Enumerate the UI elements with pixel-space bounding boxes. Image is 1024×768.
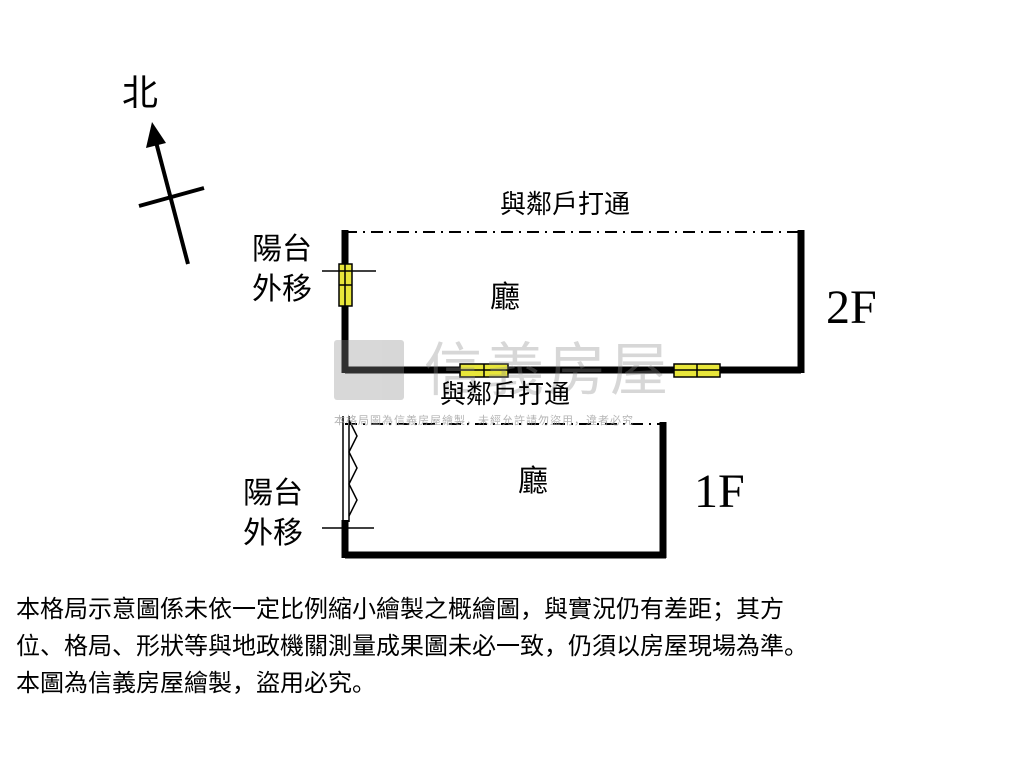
floor2-balcony-label: 陽台 外移 — [252, 230, 312, 310]
floor2-balcony-label-line2: 外移 — [252, 272, 312, 307]
floor1-walls — [341, 422, 667, 559]
floor2-bottom-window-right — [673, 363, 721, 378]
floor1-room-label: 廳 — [518, 464, 548, 499]
floor1-neighbor-label: 與鄰戶打通 — [440, 380, 571, 410]
floor2-bottom-window-left — [459, 363, 509, 378]
floor2-balcony-label-line1: 陽台 — [252, 232, 312, 267]
floor1-balcony-label-line2: 外移 — [243, 516, 303, 551]
floor1-balcony-label: 陽台 外移 — [243, 474, 303, 554]
disclaimer-line3: 本圖為信義房屋繪製，盜用必究。 — [16, 669, 376, 697]
watermark: 信義房屋 — [334, 338, 694, 402]
watermark-brand: 信義房屋 — [424, 336, 673, 404]
watermark-logo-icon — [334, 340, 404, 400]
north-arrow-icon — [138, 122, 205, 265]
floor-plan-drawing — [138, 122, 805, 559]
disclaimer-line1: 本格局示意圖係未依一定比例縮小繪製之概繪圖，與實況仍有差距；其方 — [16, 595, 784, 623]
floor2-balcony-window — [322, 263, 376, 307]
floor1-balcony-label-line1: 陽台 — [243, 476, 303, 511]
disclaimer-line2: 位、格局、形狀等與地政機關測量成果圖未必一致，仍須以房屋現場為準。 — [16, 632, 808, 660]
floor2-room-label: 廳 — [490, 280, 520, 315]
watermark-notice: 本格局圖為信義房屋繪製，未經允許請勿盜用，違者必究 — [334, 414, 634, 427]
floor2-floor-label: 2F — [826, 281, 877, 334]
north-label: 北 — [122, 73, 159, 114]
floor1-floor-label: 1F — [694, 465, 745, 518]
disclaimer-text: 本格局示意圖係未依一定比例縮小繪製之概繪圖，與實況仍有差距；其方 位、格局、形狀… — [16, 591, 1011, 702]
floor2-neighbor-label: 與鄰戶打通 — [500, 190, 631, 220]
floor1-balcony-zigzag-wall — [322, 416, 374, 529]
